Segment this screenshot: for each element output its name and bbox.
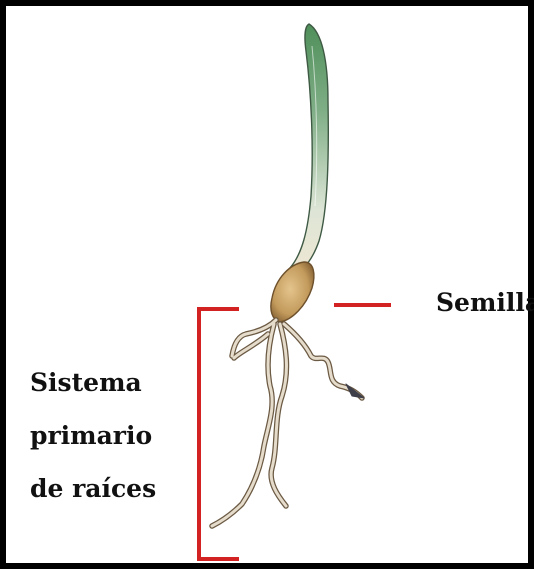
seed-label: Semilla — [436, 288, 534, 317]
root-system-label: Sistema primario de raíces — [30, 356, 156, 515]
root-system-label-line-3: de raíces — [30, 462, 156, 515]
seed — [271, 262, 314, 322]
shoot — [290, 24, 328, 272]
primary-roots — [212, 320, 364, 526]
root-system-label-line-1: Sistema — [30, 356, 156, 409]
root-system-label-line-2: primario — [30, 409, 156, 462]
